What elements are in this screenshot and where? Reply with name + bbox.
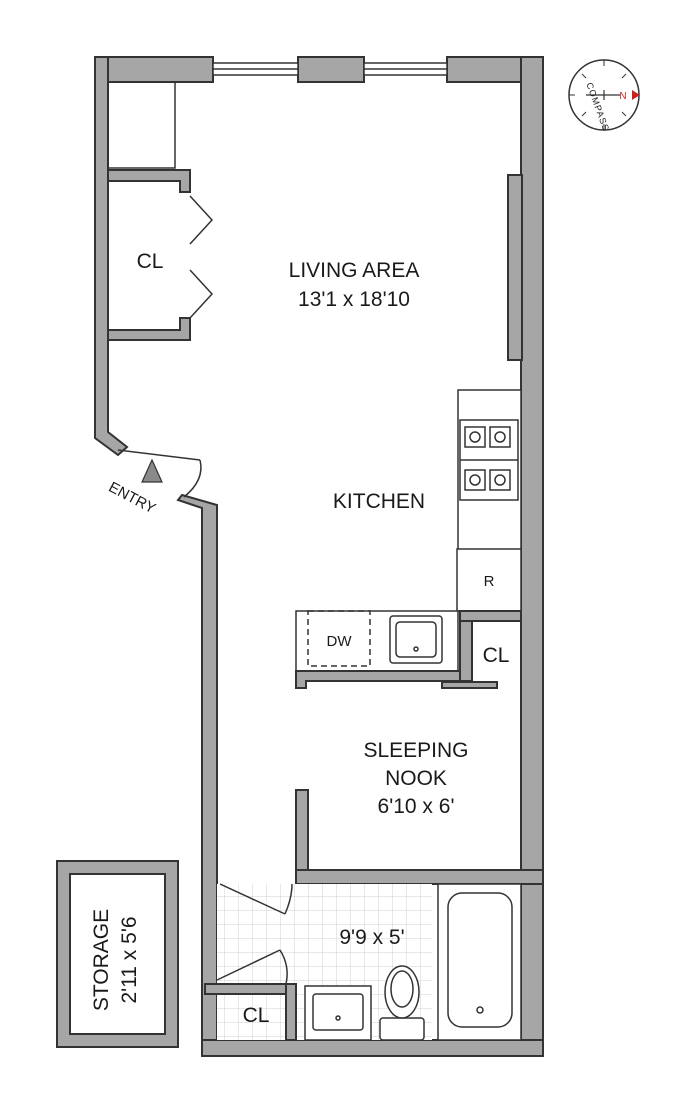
window-left — [212, 62, 299, 76]
sleeping-nook-dims: 6'10 x 6' — [378, 795, 455, 818]
refrigerator: R — [456, 548, 522, 612]
window-right — [363, 62, 448, 76]
bath-sink-icon — [304, 985, 372, 1041]
kitchen-sink-icon — [389, 615, 443, 664]
outer-walls — [94, 56, 544, 1057]
entry-label: ENTRY — [106, 479, 159, 518]
kitchen-counter — [457, 389, 522, 551]
stove-burners-icon — [460, 426, 518, 491]
sleeping-nook-line2: NOOK — [385, 767, 447, 790]
storage-dims: 2'11 x 5'6 — [118, 916, 141, 1003]
compass-north: N — [619, 91, 626, 102]
living-closet: CL — [107, 81, 214, 341]
entry-arrow-icon — [141, 458, 163, 483]
refrigerator-label: R — [484, 573, 495, 590]
bathtub-icon — [437, 883, 522, 1041]
compass-icon: N COMPASS — [568, 59, 640, 133]
kitchen-closet-label: CL — [483, 644, 510, 667]
storage-room: STORAGE 2'11 x 5'6 — [56, 860, 179, 1048]
sleeping-nook-line1: SLEEPING — [363, 739, 468, 762]
living-area-dims: 13'1 x 18'10 — [298, 288, 410, 311]
kitchen-closet: CL — [441, 610, 522, 689]
entry-door: ENTRY — [106, 449, 202, 518]
toilet-icon — [379, 965, 425, 1041]
storage-name: STORAGE — [90, 909, 113, 1011]
compass-needle-icon — [632, 90, 640, 100]
living-closet-label: CL — [137, 250, 164, 273]
living-area-name: LIVING AREA — [289, 259, 420, 282]
kitchen-base-counter: DW — [295, 610, 471, 689]
bath-dims: 9'9 x 5' — [339, 926, 404, 949]
dishwasher-label: DW — [327, 633, 353, 650]
bathroom: 9'9 x 5' CL — [204, 883, 522, 1041]
bath-closet-label: CL — [243, 1004, 270, 1027]
kitchen-label: KITCHEN — [333, 490, 425, 513]
